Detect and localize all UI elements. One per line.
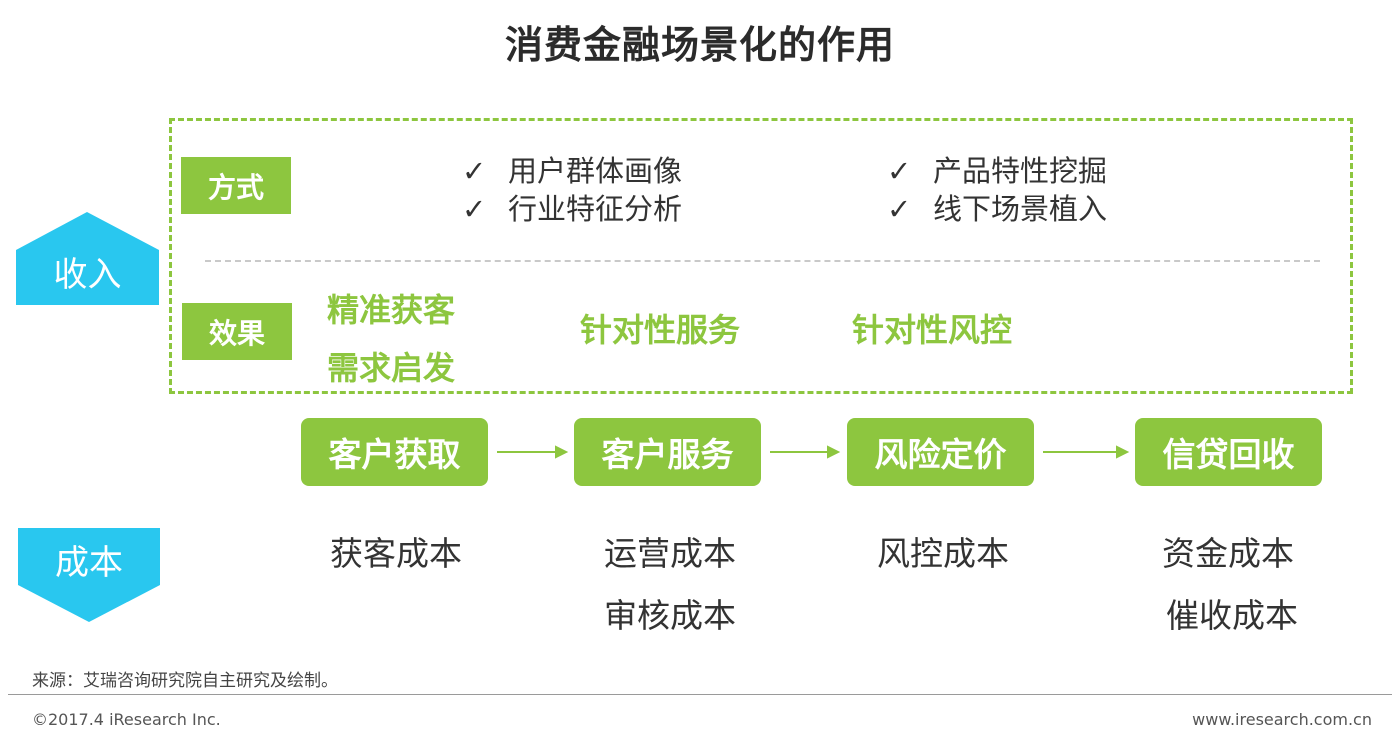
- method-list-2: ✓产品特性挖掘 ✓线下场景植入: [887, 152, 1107, 228]
- footer-divider: [8, 694, 1392, 695]
- website-link[interactable]: www.iresearch.com.cn: [1192, 710, 1372, 729]
- method-item: ✓线下场景植入: [887, 192, 1108, 226]
- step-credit-recovery: 信贷回收: [1135, 418, 1322, 486]
- effect-item-targeted-service: 针对性服务: [580, 311, 741, 349]
- effect-item-targeted-risk-control: 针对性风控: [852, 311, 1013, 349]
- effect-tag: 效果: [182, 303, 292, 360]
- check-icon: ✓: [462, 192, 487, 226]
- effect-item-precise-acquisition: 精准获客: [327, 291, 456, 329]
- source-note: 来源：艾瑞咨询研究院自主研究及绘制。: [32, 671, 338, 691]
- cost-shape: [18, 528, 160, 622]
- method-tag: 方式: [181, 157, 291, 214]
- copyright: ©2017.4 iResearch Inc.: [32, 710, 221, 729]
- revenue-box: [169, 118, 1353, 394]
- check-icon: ✓: [887, 154, 912, 188]
- check-icon: ✓: [462, 154, 487, 188]
- method-item: ✓产品特性挖掘: [887, 154, 1108, 188]
- flow-arrows: [497, 445, 1130, 459]
- method-list-1: ✓用户群体画像 ✓行业特征分析: [462, 152, 682, 228]
- arrow-3-head: [1116, 445, 1130, 459]
- step-risk-pricing: 风险定价: [847, 418, 1034, 486]
- revenue-shape: [16, 212, 159, 305]
- cost-funding: 资金成本: [1162, 534, 1294, 573]
- cost-review: 审核成本: [604, 596, 736, 635]
- method-item: ✓用户群体画像: [462, 154, 683, 188]
- cost-collection: 催收成本: [1166, 596, 1298, 635]
- step-customer-service: 客户服务: [574, 418, 761, 486]
- cost-acquisition: 获客成本: [330, 534, 462, 573]
- page-title: 消费金融场景化的作用: [504, 23, 895, 67]
- check-icon: ✓: [887, 192, 912, 226]
- arrow-1-head: [555, 445, 569, 459]
- arrow-2-head: [827, 445, 841, 459]
- cost-label: 成本: [55, 542, 123, 583]
- divider: [205, 260, 1320, 262]
- method-item: ✓行业特征分析: [462, 192, 683, 226]
- revenue-label: 收入: [53, 254, 122, 295]
- step-customer-acquisition: 客户获取: [301, 418, 488, 486]
- cost-operation: 运营成本: [604, 534, 736, 573]
- cost-risk-control: 风控成本: [877, 534, 1009, 573]
- effect-item-demand-inspiration: 需求启发: [327, 349, 456, 387]
